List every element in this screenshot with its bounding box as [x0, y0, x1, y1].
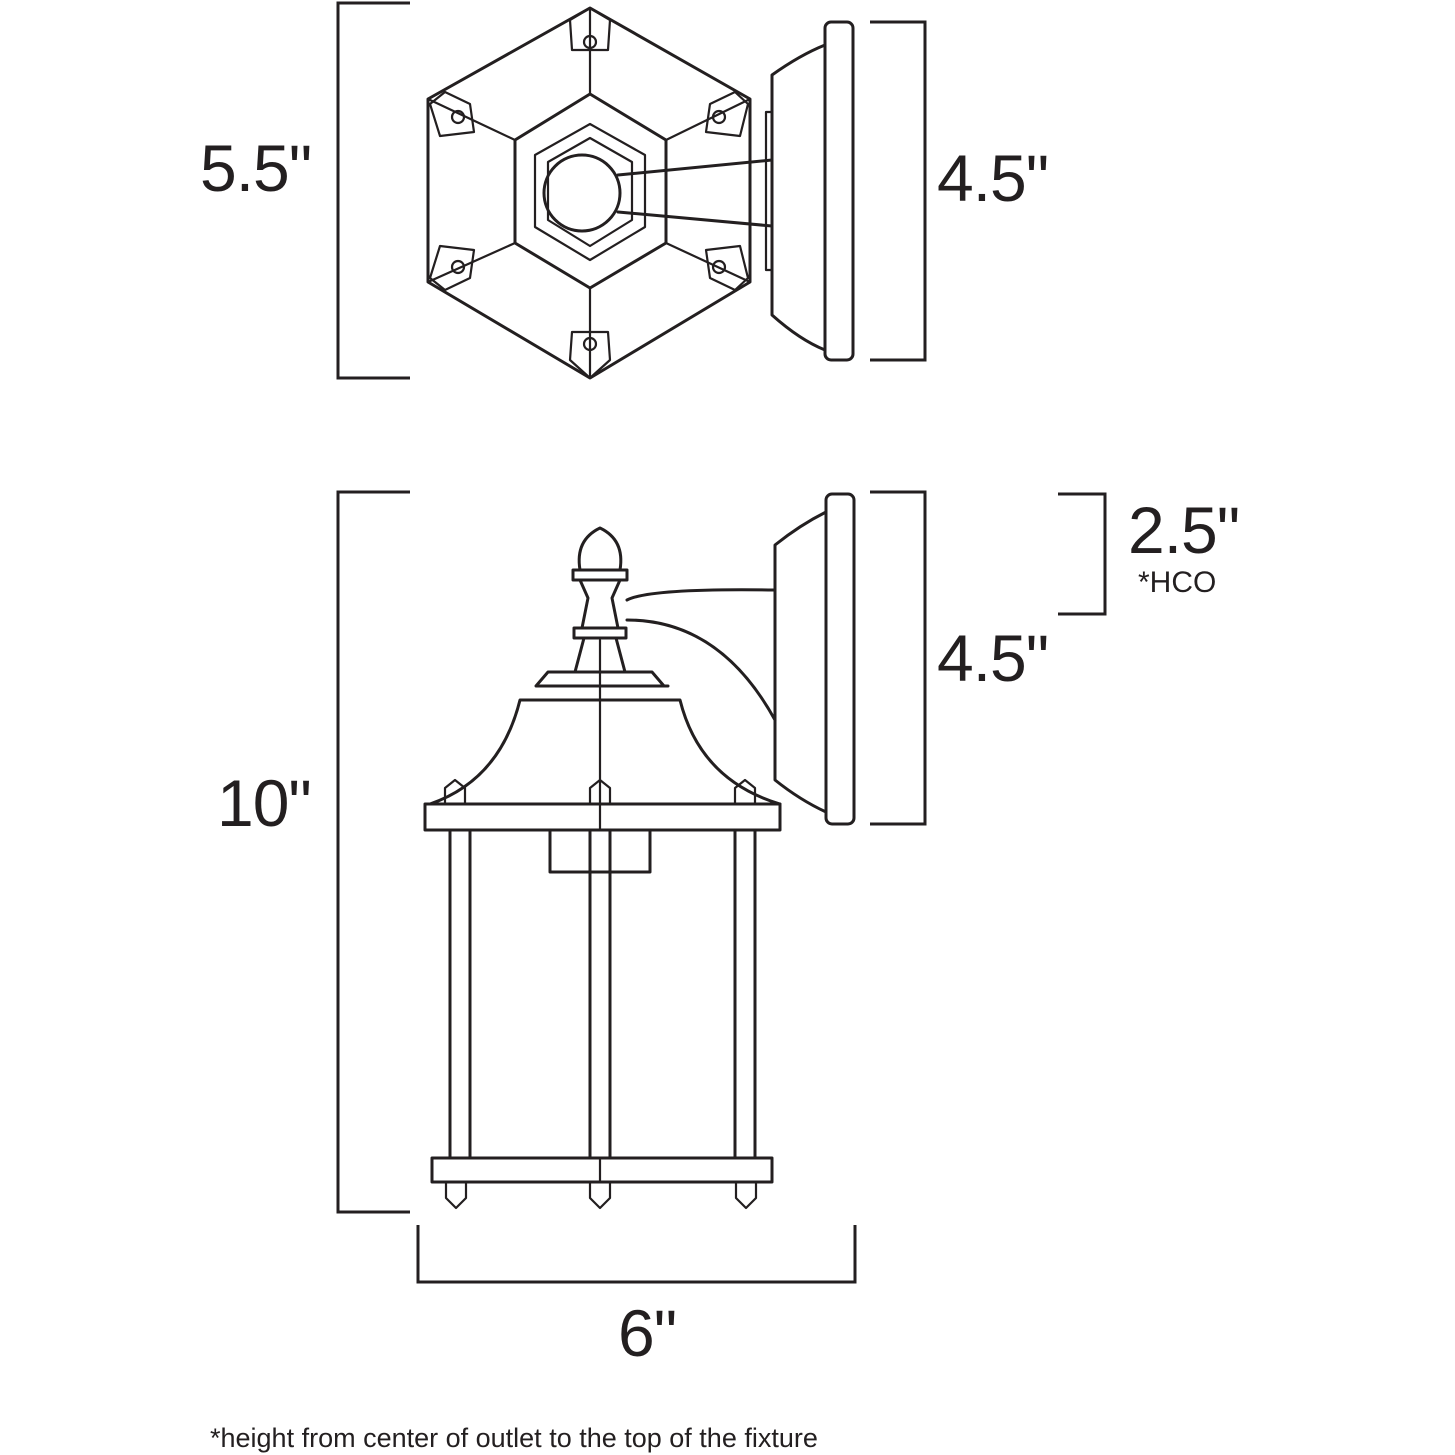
- finial: [577, 526, 623, 572]
- top-backplate: [770, 43, 827, 352]
- top-band: [423, 802, 782, 832]
- hco-value-label: 2.5": [1128, 493, 1240, 567]
- hco-bracket: [1058, 492, 1107, 616]
- glass-posts: [448, 828, 757, 1160]
- top-corner-screws: [428, 6, 750, 380]
- top-height-bracket: [336, 1, 410, 380]
- top-height-label: 5.5": [200, 131, 312, 205]
- side-backplate-bracket: [870, 490, 927, 826]
- top-backplate-bracket: [870, 20, 927, 362]
- bottom-studs: [444, 1180, 758, 1210]
- top-hexagon-inner: [533, 122, 647, 262]
- width-label: 6": [618, 1296, 677, 1370]
- hco-label: *HCO: [1138, 566, 1217, 599]
- top-spokes: [426, 6, 752, 380]
- footnote: *height from center of outlet to the top…: [210, 1423, 818, 1453]
- total-height-label: 10": [217, 766, 312, 840]
- top-studs: [443, 778, 757, 806]
- total-height-bracket: [336, 490, 410, 1214]
- top-arm: [616, 158, 774, 228]
- bottom-band: [430, 1156, 774, 1184]
- top-hexagon-core: [546, 136, 634, 248]
- side-backplate: [773, 510, 828, 814]
- top-socket-ball: [542, 153, 622, 233]
- side-view: [336, 490, 1107, 1284]
- top-backplate-rim: [823, 20, 855, 362]
- lantern-cap: [534, 636, 670, 688]
- top-backplate-label: 4.5": [937, 141, 1049, 215]
- width-bracket: [416, 1225, 857, 1284]
- socket-housing: [548, 828, 652, 874]
- side-backplate-rim: [824, 492, 856, 826]
- side-backplate-label: 4.5": [937, 621, 1049, 695]
- top-view: [336, 1, 927, 380]
- side-arm: [625, 588, 777, 722]
